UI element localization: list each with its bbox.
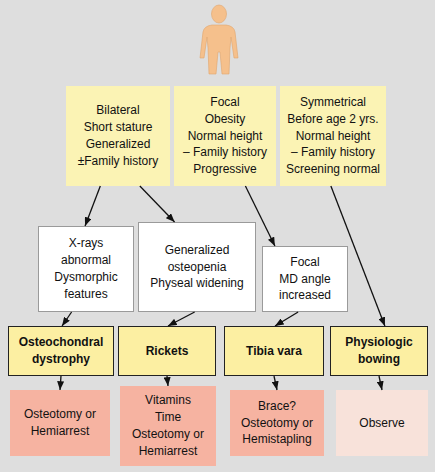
node-text: Osteotomy or Hemistapling bbox=[233, 415, 321, 449]
node-text: Screening normal bbox=[286, 161, 380, 178]
node-text: Tibia vara bbox=[246, 343, 302, 360]
diagnosis-box: Physiologic bowing bbox=[330, 326, 428, 376]
node-text: Normal height bbox=[296, 128, 371, 145]
flow-arrow bbox=[60, 376, 61, 390]
flow-arrow bbox=[275, 312, 298, 326]
node-text: Vitamins bbox=[145, 392, 191, 409]
treatment-box: VitaminsTimeOsteotomy or Hemiarrest bbox=[120, 386, 216, 466]
node-text: Osteotomy or Hemiarrest bbox=[13, 406, 107, 440]
flow-arrow bbox=[168, 312, 195, 326]
node-text: Observe bbox=[359, 415, 404, 432]
node-text: Osteotomy or Hemiarrest bbox=[123, 426, 213, 460]
figure-body bbox=[200, 25, 238, 74]
human-figure bbox=[200, 5, 238, 74]
treatment-box: Brace?Osteotomy or Hemistapling bbox=[230, 390, 324, 456]
flow-arrow bbox=[140, 186, 175, 222]
node-text: MD angle increased bbox=[266, 271, 344, 305]
node-text: Time bbox=[155, 409, 181, 426]
node-text: Focal bbox=[290, 254, 319, 271]
diagnosis-box: Rickets bbox=[118, 326, 216, 376]
flow-arrow bbox=[62, 312, 72, 326]
node-text: – Family history bbox=[183, 144, 267, 161]
node-text: Progressive bbox=[193, 161, 256, 178]
treatment-box: Osteotomy or Hemiarrest bbox=[10, 390, 110, 456]
node-text: Physiologic bowing bbox=[334, 334, 424, 368]
finding-box: BilateralShort statureGeneralized±Family… bbox=[66, 86, 170, 186]
node-text: Generalized bbox=[86, 136, 151, 153]
diagnosis-box: Osteochondral dystrophy bbox=[8, 326, 114, 376]
node-text: Osteochondral dystrophy bbox=[12, 334, 110, 368]
node-text: X-rays abnormal bbox=[42, 235, 130, 269]
node-text: Obesity bbox=[205, 111, 246, 128]
node-text: Generalized osteopenia bbox=[142, 242, 252, 276]
node-text: – Family history bbox=[291, 144, 375, 161]
finding-box: SymmetricalBefore age 2 yrs.Normal heigh… bbox=[280, 86, 386, 186]
node-text: Brace? bbox=[258, 398, 296, 415]
flow-arrow bbox=[379, 376, 382, 390]
feature-box: Generalized osteopeniaPhyseal widening bbox=[138, 222, 256, 312]
feature-box: X-rays abnormalDysmorphic features bbox=[38, 226, 134, 312]
flow-arrow bbox=[274, 376, 277, 390]
node-text: Rickets bbox=[146, 343, 189, 360]
flow-arrow bbox=[167, 376, 168, 386]
node-text: Before age 2 yrs. bbox=[287, 111, 378, 128]
flow-arrow bbox=[85, 186, 100, 226]
feature-box: FocalMD angle increased bbox=[262, 246, 348, 312]
node-text: Symmetrical bbox=[300, 94, 366, 111]
node-text: Bilateral bbox=[96, 102, 139, 119]
node-text: Dysmorphic features bbox=[42, 269, 130, 303]
finding-box: FocalObesityNormal height– Family histor… bbox=[174, 86, 276, 186]
node-text: Physeal widening bbox=[150, 275, 243, 292]
node-text: ±Family history bbox=[78, 153, 159, 170]
diagnosis-box: Tibia vara bbox=[224, 326, 324, 376]
node-text: Short stature bbox=[84, 119, 153, 136]
treatment-box: Observe bbox=[336, 390, 428, 456]
node-text: Normal height bbox=[188, 128, 263, 145]
node-text: Focal bbox=[210, 94, 239, 111]
figure-head bbox=[212, 5, 227, 23]
